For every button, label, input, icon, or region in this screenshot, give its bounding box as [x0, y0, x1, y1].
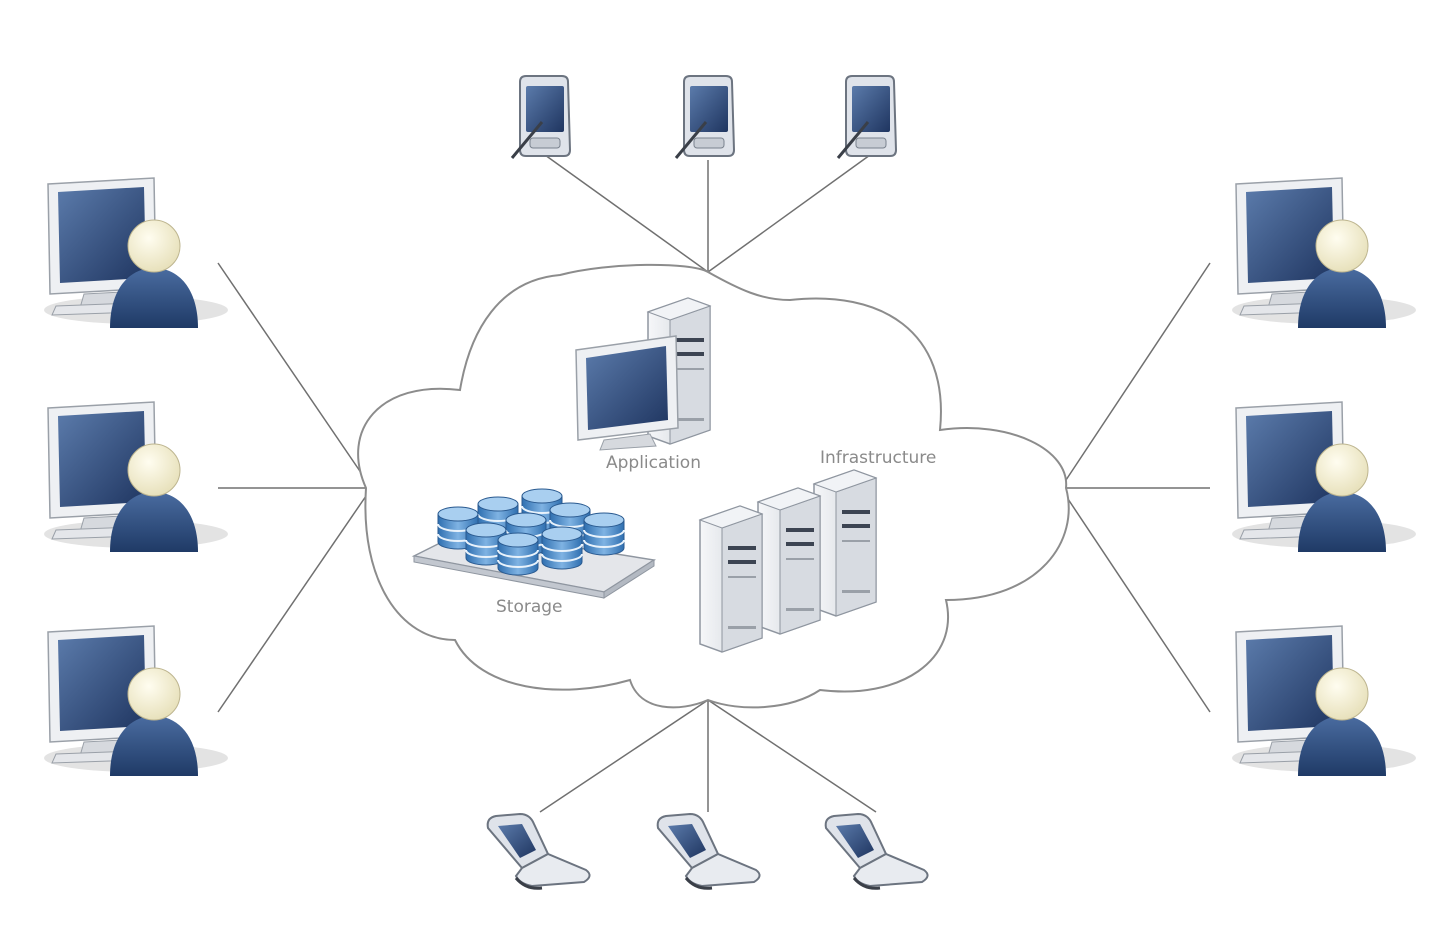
pda-icon [674, 74, 736, 160]
user-workstation-icon [43, 401, 229, 553]
storage-array-icon [411, 488, 657, 599]
user-workstation-icon [1231, 401, 1417, 553]
application-server-icon [575, 297, 711, 451]
storage-label: Storage [496, 597, 563, 617]
pda-icon [510, 74, 572, 160]
infrastructure-label: Infrastructure [820, 448, 936, 468]
mobile-phone-icon [486, 812, 592, 890]
mobile-phone-icon [824, 812, 930, 890]
mobile-phone-icon [656, 812, 762, 890]
user-workstation-icon [1231, 177, 1417, 329]
user-workstation-icon [43, 177, 229, 329]
application-label: Application [606, 453, 701, 473]
user-workstation-icon [1231, 625, 1417, 777]
pda-icon [836, 74, 898, 160]
connection-lines [217, 154, 1211, 813]
user-workstation-icon [43, 625, 229, 777]
cloud-shape [357, 263, 1070, 709]
